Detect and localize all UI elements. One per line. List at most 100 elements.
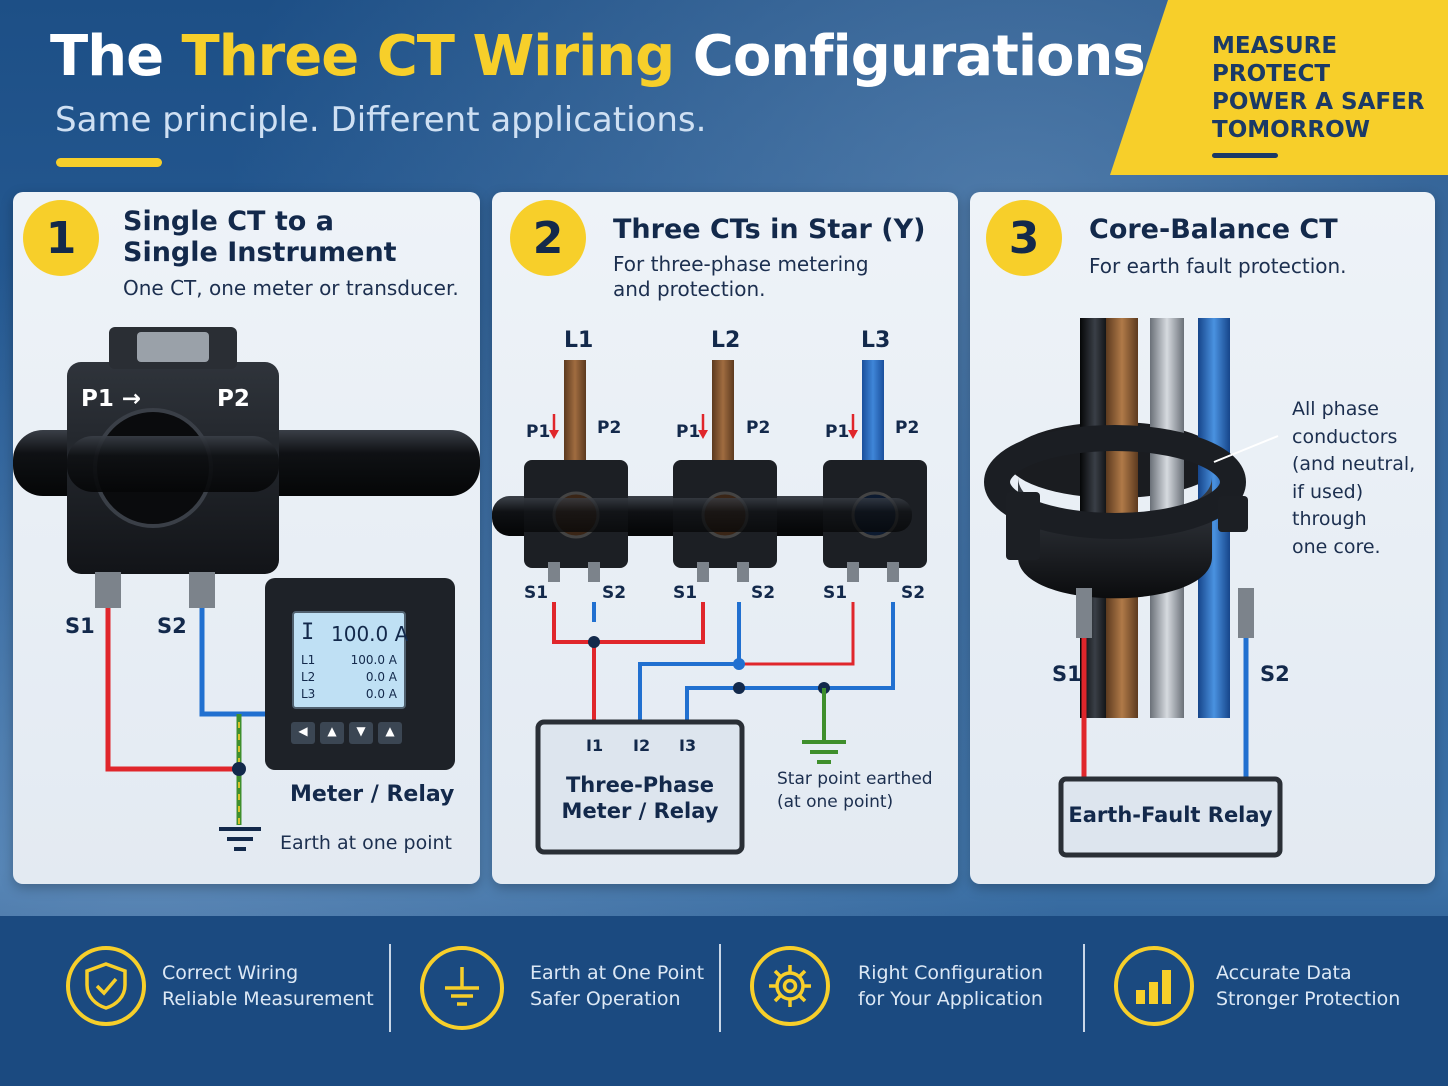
shield-check-icon	[66, 946, 146, 1026]
earth-ground-icon-graphic	[445, 967, 479, 1006]
meter-button-left-icon[interactable]: ◀	[298, 724, 308, 738]
panel-description-line: For three-phase metering	[613, 252, 869, 276]
feature-line: Right Configuration	[858, 962, 1043, 984]
wire-s1-1-red	[552, 602, 596, 722]
label-p2-ct3: P2	[895, 418, 920, 438]
title-underline	[56, 158, 162, 167]
meter-button	[291, 722, 315, 744]
feature-line: Earth at One Point	[530, 962, 705, 984]
gear-icon-graphic	[769, 965, 811, 1007]
meter-button-up-icon[interactable]: ▲	[327, 724, 337, 738]
label-p1-ct1: P1	[526, 422, 551, 442]
feature-line: for Your Application	[858, 988, 1043, 1010]
feature-earth-one-point: Earth at One Point Safer Operation	[420, 946, 710, 1030]
label-p2-ct2: P2	[746, 418, 771, 438]
feature-line: Reliable Measurement	[162, 988, 374, 1010]
feature-text: Earth at One Point Safer Operation	[530, 960, 704, 1012]
meter-button	[378, 722, 402, 744]
tagline-line: PROTECT	[1212, 61, 1331, 87]
wire-s2-3-blue	[685, 602, 895, 722]
panel-title-line: Single Instrument	[123, 237, 397, 268]
panel-description-line: and protection.	[613, 277, 766, 301]
panel-description: For earth fault protection.	[1089, 254, 1347, 278]
terminal-s2	[189, 572, 215, 608]
three-phase-meter-box	[535, 719, 745, 855]
meter-label: Meter / Relay	[290, 782, 455, 807]
label-s2-ct3: S2	[901, 583, 926, 603]
wire-s2-2-blue	[638, 602, 741, 722]
label-s1-ct1: S1	[524, 583, 549, 603]
feature-divider	[389, 944, 391, 1032]
shield-check-icon-graphic	[85, 962, 127, 1010]
feature-divider	[1083, 944, 1085, 1032]
panel-number-badge: 3	[986, 200, 1062, 276]
input-label-i1: I1	[586, 736, 604, 755]
label-s1-ct3: S1	[823, 583, 848, 603]
feature-line: Safer Operation	[530, 988, 681, 1010]
meter-button-down-icon[interactable]: ▼	[356, 724, 366, 738]
phase-conductor-l1	[564, 360, 586, 470]
terminal-s2-3	[887, 562, 899, 582]
bar-chart-icon	[1114, 946, 1194, 1026]
label-p1: P1 →	[81, 386, 142, 412]
label-s1: S1	[65, 614, 95, 638]
star-junction-dot	[588, 636, 600, 648]
label-s2-ct2: S2	[751, 583, 776, 603]
tagline-line: MEASURE	[1212, 33, 1338, 59]
terminal-s1-1	[548, 562, 560, 582]
meter-button	[320, 722, 344, 744]
meter-screen	[292, 611, 406, 709]
tagline-banner	[1110, 0, 1448, 175]
feature-line: Accurate Data	[1216, 962, 1352, 984]
label-p2-ct1: P2	[597, 418, 622, 438]
note-pointer	[1213, 435, 1279, 463]
meter-main-symbol: I	[301, 620, 315, 645]
page-subtitle: Same principle. Different applications.	[55, 100, 707, 140]
panel-core-balance-ct: 3 Core-Balance CT For earth fault protec…	[970, 192, 1435, 884]
ring-clamp-right	[1218, 496, 1248, 532]
phase-conductor-l2	[712, 360, 734, 470]
panel-title: Three CTs in Star (Y)	[613, 214, 926, 245]
wire-s1-3-red	[739, 602, 855, 666]
meter-button-up-icon[interactable]: ▲	[385, 724, 395, 738]
earth-junction-dot	[232, 762, 246, 776]
meter-button	[349, 722, 373, 744]
label-p2: P2	[217, 386, 250, 412]
panel-star-cts: 2 Three CTs in Star (Y) For three-phase …	[492, 192, 958, 884]
label-s2: S2	[157, 614, 187, 638]
feature-text: Accurate Data Stronger Protection	[1216, 960, 1400, 1012]
star-ct-diagram	[492, 360, 927, 855]
note-line: All phase	[1292, 398, 1379, 420]
single-ct-diagram	[13, 327, 480, 851]
label-s2: S2	[1260, 662, 1290, 686]
note-line: conductors	[1292, 425, 1398, 448]
feature-accurate-data: Accurate Data Stronger Protection	[1114, 946, 1414, 1030]
title-highlight: Three CT Wiring	[181, 24, 676, 89]
panel-title: Core-Balance CT	[1089, 214, 1338, 245]
phase-label-l1: L1	[564, 328, 594, 353]
feature-divider	[719, 944, 721, 1032]
meter-label-line: Meter / Relay	[561, 799, 719, 823]
star-label-line: (at one point)	[777, 792, 894, 812]
earth-label: Earth at one point	[280, 832, 452, 854]
phase-conductor-l3	[862, 360, 884, 470]
phase-label-l2: L2	[711, 328, 741, 353]
p1-arrowhead-2	[698, 430, 708, 439]
label-s1-ct2: S1	[673, 583, 698, 603]
panel-number-badge: 2	[510, 200, 586, 276]
feature-right-configuration: Right Configuration for Your Application	[750, 946, 1060, 1030]
earth-ground-icon	[420, 946, 504, 1030]
input-label-i2: I2	[633, 736, 651, 755]
tagline-line: TOMORROW	[1212, 117, 1371, 143]
p1-arrowhead-1	[549, 430, 559, 439]
page-title: The Three CT Wiring Configurations	[50, 24, 1146, 89]
ct-through-cable	[67, 436, 279, 492]
star-junction-dot	[733, 658, 745, 670]
core-balance-note: All phase conductors (and neutral, if us…	[1292, 396, 1435, 561]
feature-line: Correct Wiring	[162, 962, 299, 984]
terminal-s1-2	[697, 562, 709, 582]
tagline-underline	[1212, 153, 1278, 158]
panel-description: For three-phase metering and protection.	[613, 252, 869, 302]
